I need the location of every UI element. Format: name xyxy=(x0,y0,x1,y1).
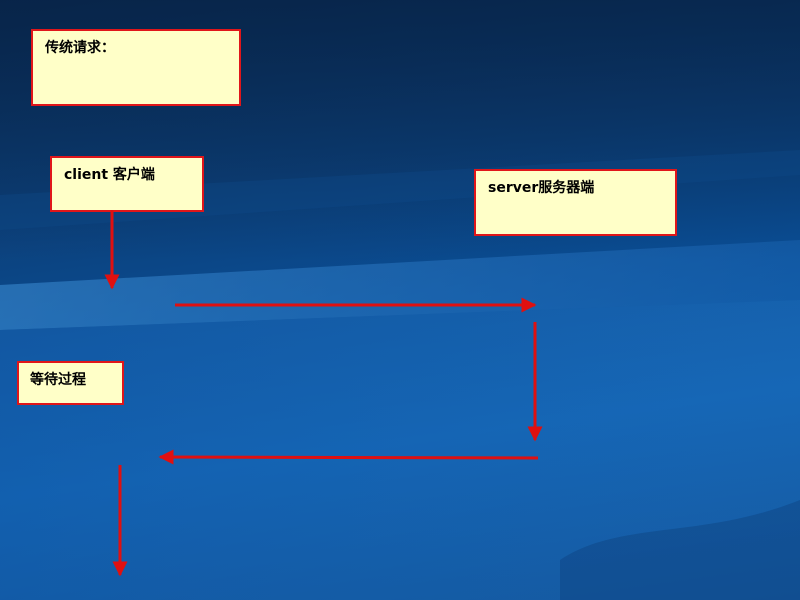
note-traditional-request: 传统请求： xyxy=(31,29,241,106)
note-server: server服务器端 xyxy=(474,169,677,236)
note-client: client 客户端 xyxy=(50,156,204,212)
note-client-text: client 客户端 xyxy=(64,167,155,183)
note-server-text: server服务器端 xyxy=(488,180,595,196)
note-traditional-request-text: 传统请求： xyxy=(45,40,115,56)
note-waiting-process-text: 等待过程 xyxy=(30,372,86,388)
note-waiting-process: 等待过程 xyxy=(17,361,124,405)
